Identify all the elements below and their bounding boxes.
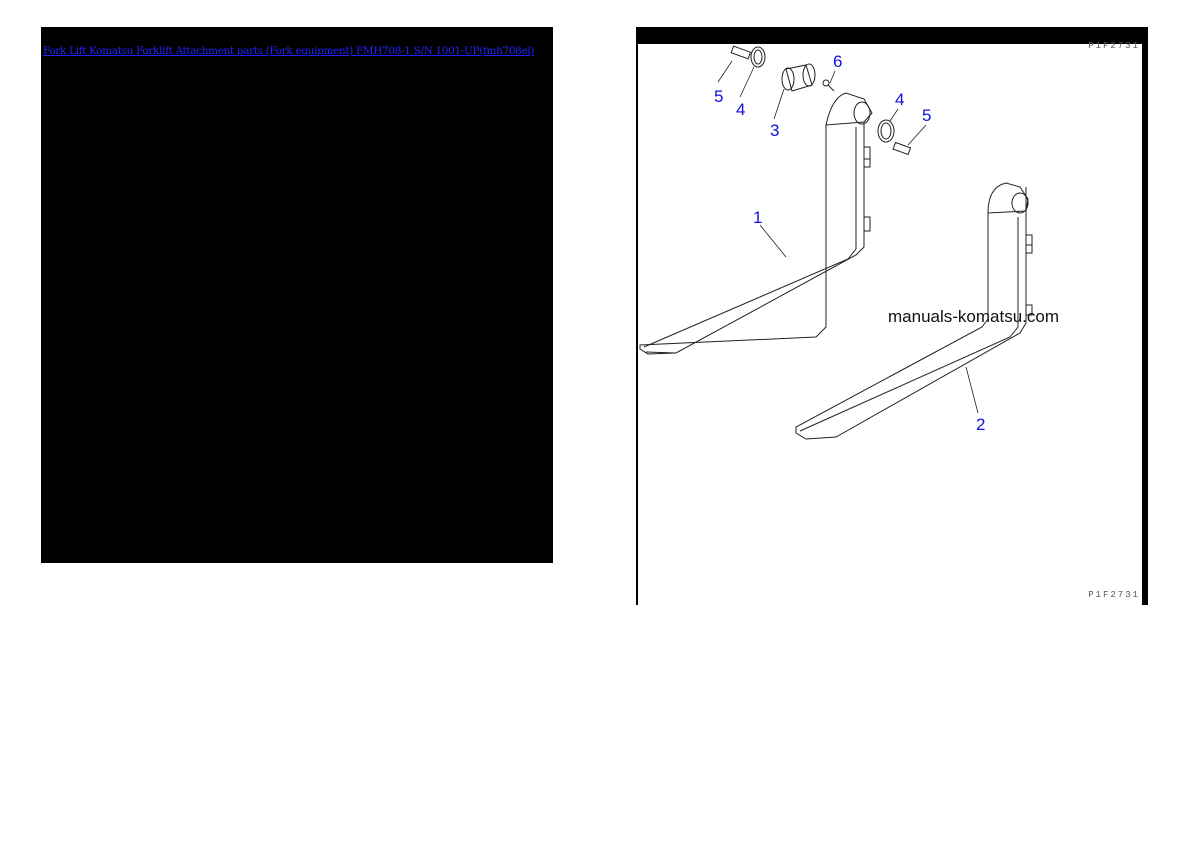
title-panel: Fork Lift Komatsu Forklift Attachment pa… (41, 27, 553, 563)
frame-left-border (636, 27, 638, 605)
parts-page-link[interactable]: Fork Lift Komatsu Forklift Attachment pa… (43, 45, 535, 57)
callout-5-right[interactable]: 5 (922, 106, 932, 125)
callout-3[interactable]: 3 (770, 121, 780, 140)
callout-4-right[interactable]: 4 (895, 90, 905, 109)
drawing-code-top: P1F2731 (1088, 41, 1140, 51)
callout-4[interactable]: 4 (736, 100, 746, 119)
callout-5[interactable]: 5 (714, 87, 724, 106)
callout-1[interactable]: 1 (753, 208, 763, 227)
washer-left-drawing (750, 46, 766, 68)
grease-fitting-drawing (822, 79, 835, 92)
washer-right-drawing (877, 119, 895, 143)
watermark: manuals-komatsu.com (888, 307, 1060, 326)
frame-right-border (1142, 27, 1148, 605)
fork-2-drawing (795, 182, 1033, 440)
callout-6[interactable]: 6 (833, 52, 843, 71)
parts-diagram: P1F2731 P1F2731 5 4 3 6 4 5 1 2 manuals-… (636, 27, 1148, 605)
frame-top-border (636, 27, 1148, 44)
pin-drawing (781, 63, 816, 92)
callout-2[interactable]: 2 (976, 415, 986, 434)
bolt-left-drawing (730, 45, 752, 60)
fork-equipment-drawing (639, 45, 1033, 440)
fork-1-drawing (639, 92, 873, 355)
drawing-code-bottom: P1F2731 (1088, 590, 1140, 600)
bolt-right-drawing (892, 141, 912, 156)
